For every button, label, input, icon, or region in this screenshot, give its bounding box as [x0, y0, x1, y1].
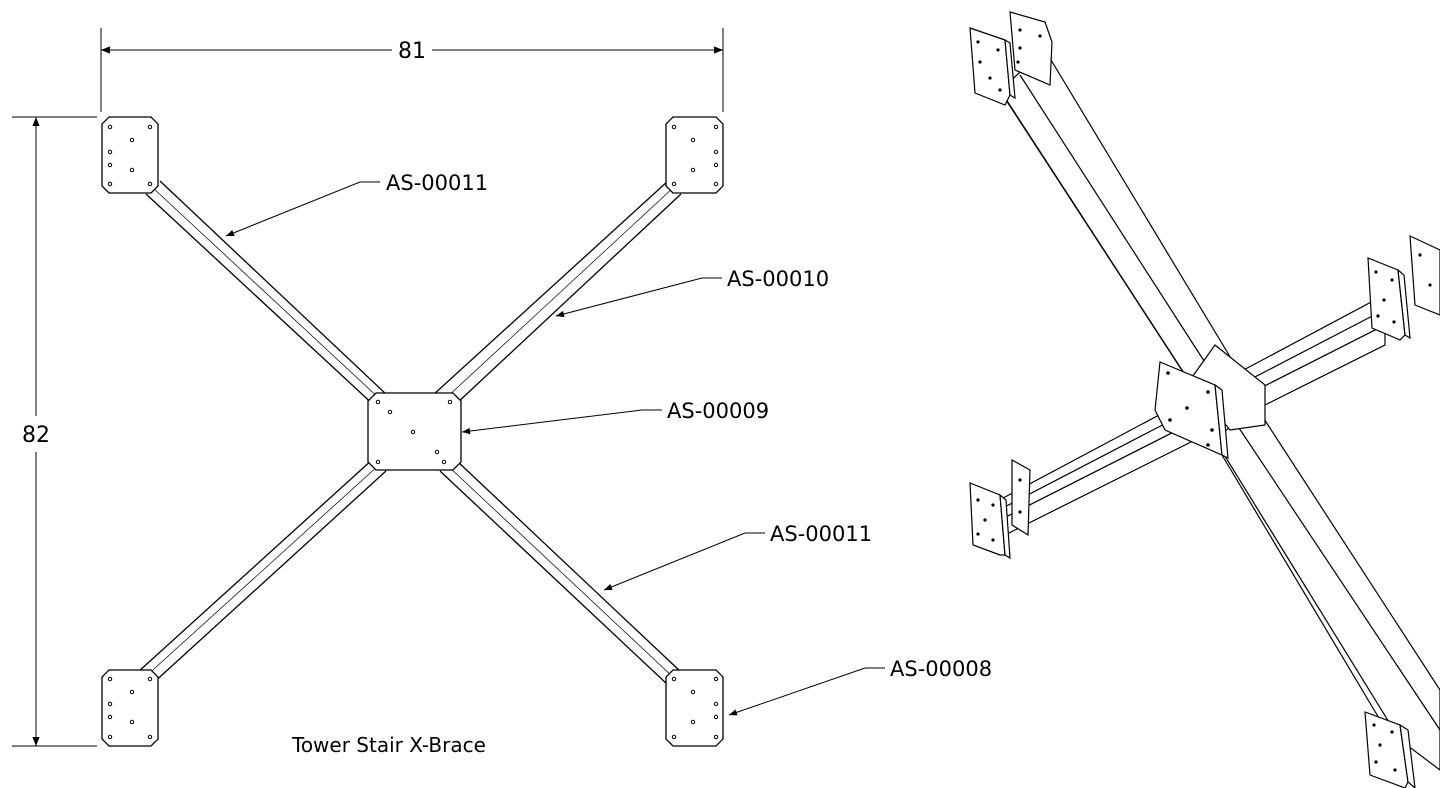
- callout-center-plate: AS-00009: [667, 399, 769, 423]
- callout-leader-corner-plate: [728, 667, 885, 716]
- iso-beam-upper-left: [999, 49, 1236, 396]
- corner-plate-top-left: [101, 116, 159, 194]
- callout-brace-upper-right: AS-00010: [727, 267, 829, 291]
- callout-leader-center-plate: [461, 409, 662, 435]
- plan-view: [101, 116, 724, 747]
- callout-leader-brace-lower-right: [603, 532, 765, 591]
- brace-lower-right: [439, 460, 682, 686]
- corner-plate-bottom-left: [101, 669, 159, 747]
- corner-plate-top-right: [665, 116, 724, 194]
- width-dimension-label: 81: [398, 39, 426, 64]
- callout-leader-brace-upper-left: [225, 181, 380, 237]
- brace-lower-left: [137, 458, 387, 686]
- brace-upper-left: [145, 180, 388, 409]
- height-dimension-label: 82: [22, 423, 50, 448]
- iso-center-plate: [1154, 361, 1229, 460]
- iso-end-plate-bottom-right: [1364, 711, 1416, 788]
- callout-brace-lower-right: AS-00011: [770, 522, 872, 546]
- iso-end-plate-left: [969, 458, 1031, 560]
- iso-beam-lower-right: [1214, 404, 1440, 771]
- isometric-view: [969, 11, 1440, 788]
- brace-upper-right: [432, 180, 682, 405]
- height-dimension: [12, 116, 97, 747]
- iso-end-plate-right: [1367, 235, 1440, 341]
- drawing-title: Tower Stair X-Brace: [291, 733, 486, 757]
- center-plate: [367, 392, 462, 471]
- iso-end-plate-top-left: [969, 11, 1053, 106]
- callout-corner-plate: AS-00008: [890, 657, 992, 681]
- corner-plate-bottom-right: [665, 669, 724, 747]
- callout-brace-upper-left: AS-00011: [386, 171, 488, 195]
- width-dimension: [100, 28, 724, 112]
- callout-leader-brace-upper-right: [555, 277, 722, 318]
